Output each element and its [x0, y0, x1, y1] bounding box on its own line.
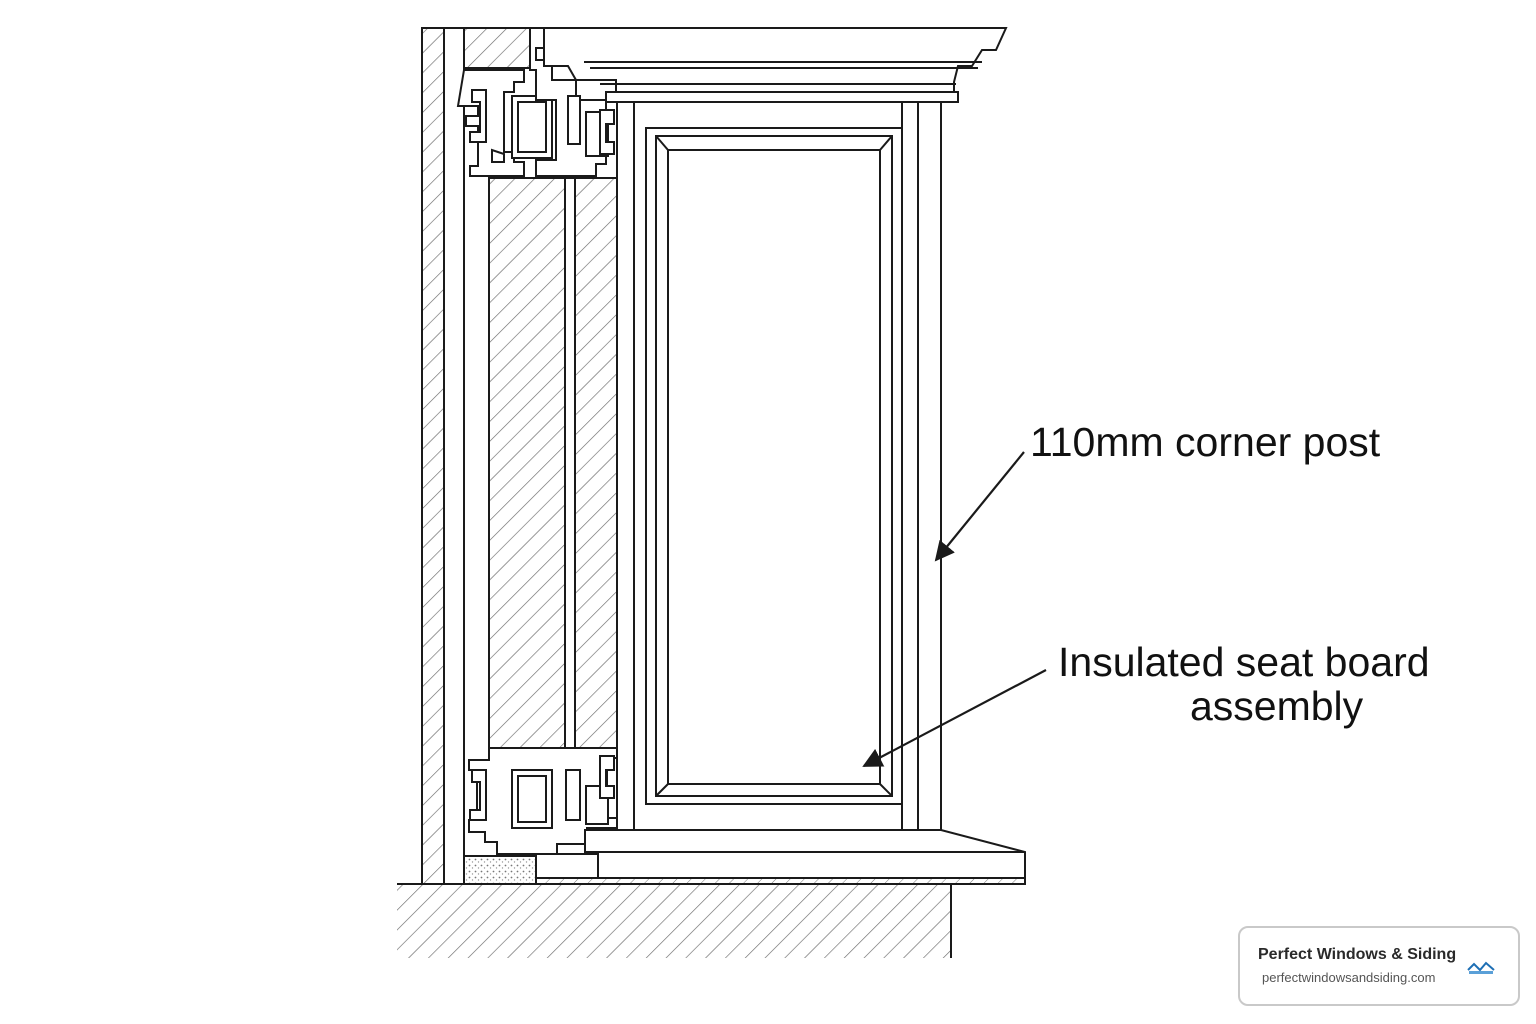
base-slab	[397, 883, 952, 958]
wall-section	[421, 27, 533, 885]
brand-name: Perfect Windows & Siding	[1258, 946, 1457, 963]
corner-post-label: 110mm corner post	[1030, 419, 1381, 465]
seat-board-label-line1: Insulated seat board	[1058, 639, 1430, 685]
brand-card[interactable]: Perfect Windows & Siding perfectwindowsa…	[1238, 926, 1520, 1006]
insulation-cavity	[488, 110, 618, 820]
seat-board-panel	[645, 127, 903, 805]
bottom-frame-profile	[463, 747, 618, 885]
window-sill	[535, 829, 1026, 885]
callout-arrows	[862, 451, 1047, 767]
company-logo-icon	[1467, 961, 1495, 974]
head-cornice	[543, 27, 1008, 103]
corner-post-leader	[934, 451, 1025, 562]
seat-board-label-line2: assembly	[1190, 683, 1364, 729]
seat-board-leader	[862, 669, 1047, 767]
brand-url[interactable]: perfectwindowsandsiding.com	[1262, 970, 1436, 985]
